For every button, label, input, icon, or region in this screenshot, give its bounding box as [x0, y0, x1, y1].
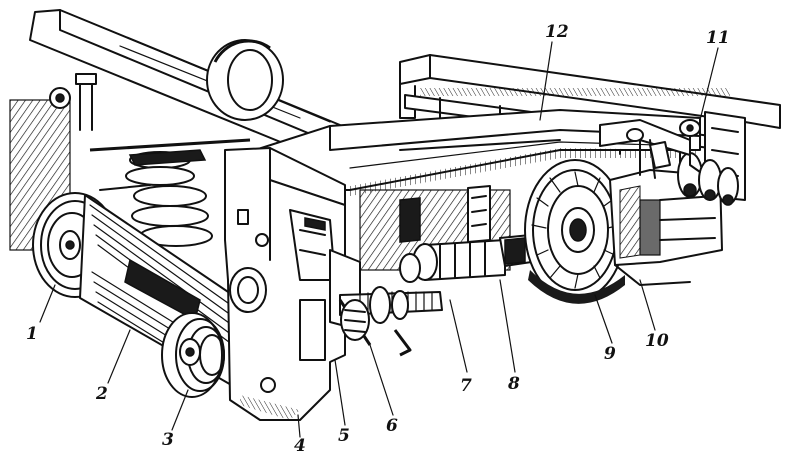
motor-cylinder: [359, 185, 511, 283]
callout-11: 11: [706, 28, 730, 48]
callout-4: 4: [294, 436, 306, 456]
adjusting-rod-spring: [338, 286, 443, 357]
callout-7: 7: [460, 376, 472, 396]
brake-disc: [524, 159, 626, 304]
upper-drive-wheel: [206, 39, 284, 121]
callout-2: 2: [96, 384, 108, 404]
suspension-hanger: [599, 119, 701, 179]
callout-1: 1: [26, 324, 38, 344]
callout-9: 9: [604, 344, 616, 364]
leader-lines: [39, 41, 719, 438]
callout-10: 10: [645, 331, 669, 351]
gearbox-bracket: [224, 147, 346, 421]
reducer-housing: [609, 152, 739, 286]
callout-12: 12: [545, 22, 569, 42]
callout-3: 3: [162, 430, 174, 450]
driven-pulley-small: [161, 312, 225, 398]
callout-5: 5: [338, 426, 350, 446]
callout-6: 6: [386, 416, 398, 436]
callout-8: 8: [508, 374, 520, 394]
